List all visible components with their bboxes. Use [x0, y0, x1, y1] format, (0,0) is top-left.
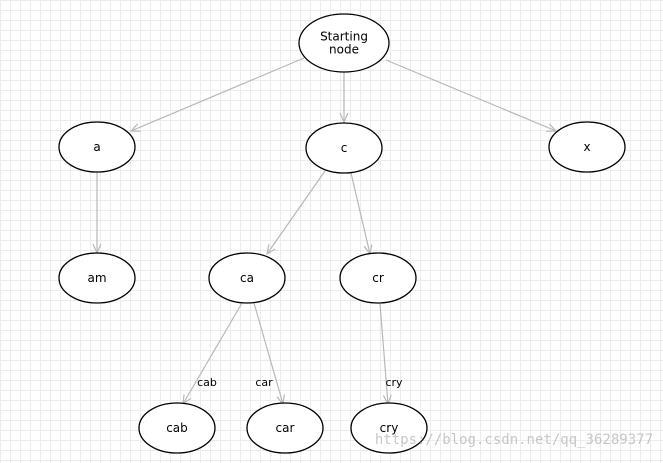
node-am: am	[58, 252, 136, 304]
node-label-a: a	[93, 140, 100, 154]
node-label-cab: cab	[166, 421, 188, 435]
node-x: x	[548, 121, 626, 173]
node-label-root: node	[329, 43, 359, 57]
node-shape-car	[246, 402, 324, 454]
edge-label-ca-car: car	[255, 376, 273, 389]
edge-line-root-a	[131, 57, 305, 131]
node-label-car: car	[276, 421, 295, 435]
node-shape-root	[298, 13, 390, 73]
node-label-am: am	[87, 271, 106, 285]
node-label-x: x	[583, 140, 590, 154]
node-c: c	[305, 122, 383, 174]
edge-c-cr	[350, 172, 370, 254]
watermark-text: https://blog.csdn.net/qq_36289377	[374, 432, 653, 448]
node-shape-x	[548, 121, 626, 173]
edge-root-x	[385, 59, 556, 131]
node-shape-c	[305, 122, 383, 174]
node-ca: ca	[208, 252, 286, 304]
node-cry: cry	[350, 402, 428, 454]
node-label-cr: cr	[372, 271, 384, 285]
node-shape-am	[58, 252, 136, 304]
edge-line-c-ca	[267, 170, 326, 254]
node-shape-cab	[138, 402, 216, 454]
edge-line-ca-car	[253, 302, 283, 404]
node-label-c: c	[341, 141, 348, 155]
node-cr: cr	[339, 252, 417, 304]
node-car: car	[246, 402, 324, 454]
edge-line-root-x	[385, 59, 556, 131]
edge-label-ca-cab: cab	[197, 376, 217, 389]
edge-line-cr-cry	[379, 303, 388, 404]
edge-root-a	[131, 57, 305, 131]
node-shape-cr	[339, 252, 417, 304]
edge-line-c-cr	[350, 172, 370, 254]
node-shape-ca	[208, 252, 286, 304]
node-a: a	[58, 121, 136, 173]
node-label-cry: cry	[380, 421, 399, 435]
edge-cr-cry: cry	[379, 303, 403, 404]
node-cab: cab	[138, 402, 216, 454]
edge-line-ca-cab	[183, 302, 243, 404]
node-shape-cry	[350, 402, 428, 454]
node-label-root: Starting	[320, 30, 368, 44]
node-label-ca: ca	[240, 271, 254, 285]
edge-c-ca	[267, 170, 326, 254]
node-shape-a	[58, 121, 136, 173]
edges-layer: cab car cry	[97, 57, 556, 404]
edge-ca-cab: cab	[183, 302, 243, 404]
edge-label-cr-cry: cry	[385, 376, 403, 389]
edge-ca-car: car	[253, 302, 283, 404]
